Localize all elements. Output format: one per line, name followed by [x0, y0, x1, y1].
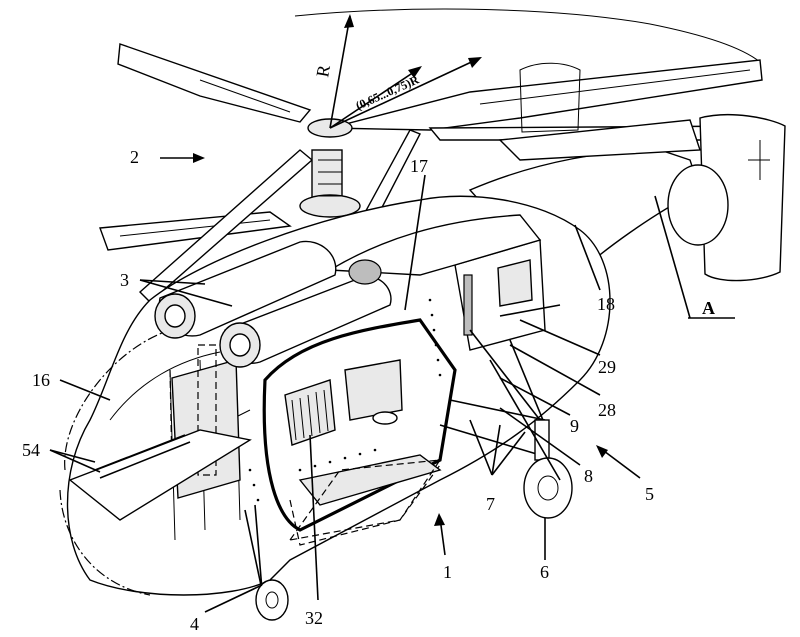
engines — [154, 240, 392, 368]
hidden-panel — [197, 344, 217, 476]
nose-outline — [59, 329, 171, 596]
leader-5 — [599, 447, 641, 479]
fuselage — [59, 195, 611, 596]
callout-6: 6 — [540, 562, 549, 582]
section-marker-a: A — [702, 298, 715, 318]
rotor-blade-edge — [479, 69, 751, 105]
upper-fairing — [327, 214, 542, 276]
callout-1: 1 — [443, 562, 452, 582]
leader-16 — [59, 379, 111, 401]
fraction-arrow-1 — [329, 57, 481, 129]
fraction-arrowhead-1 — [468, 57, 482, 68]
radius-label: R — [312, 63, 334, 78]
lower-bay-outline — [289, 464, 441, 546]
engine-exhaust — [348, 259, 382, 285]
leader-28 — [509, 344, 601, 396]
callout-17: 17 — [410, 156, 428, 176]
rivet-pattern — [248, 298, 442, 502]
callout-7: 7 — [486, 494, 495, 514]
callout-32: 32 — [305, 608, 323, 628]
fin-detail — [748, 140, 770, 180]
leader-32 — [309, 434, 319, 601]
callout-3: 3 — [120, 270, 129, 290]
callout-54: 54 — [22, 440, 40, 460]
lower-rotor-hub — [299, 194, 361, 218]
cabin-window — [344, 359, 403, 421]
leader-7b — [491, 424, 501, 476]
tail-assembly — [468, 62, 786, 319]
callout-16: 16 — [32, 370, 50, 390]
mast-rings — [318, 159, 342, 197]
rotor-blade-edge — [199, 79, 291, 113]
main-gear-strut — [469, 329, 541, 421]
main-gear-rod-lower — [439, 424, 541, 456]
section-line-a — [654, 195, 691, 319]
cabin-vent — [372, 411, 398, 425]
leader-54a — [49, 449, 96, 463]
rotor-blade-upper-right — [329, 59, 763, 131]
main-wheel-hub — [537, 475, 559, 501]
callout-5: 5 — [645, 484, 654, 504]
horizontal-stabilizer — [498, 119, 701, 161]
radius-arrow — [329, 15, 351, 129]
callout-2: 2 — [130, 147, 139, 167]
callout-29: 29 — [598, 357, 616, 377]
nose-wheel — [255, 579, 289, 621]
nose-wheel-hub — [265, 591, 279, 609]
rotor-blade-upper-left — [117, 43, 312, 123]
leader-4 — [204, 584, 263, 613]
leader-18 — [574, 224, 601, 291]
door-hinge — [463, 274, 473, 336]
main-gear-rod-upper — [449, 399, 546, 421]
vertical-fin-left — [519, 62, 581, 133]
seat-ribs — [291, 389, 329, 441]
leader-8 — [499, 407, 581, 466]
landing-gear — [244, 329, 573, 621]
fraction-arrowhead-2 — [408, 66, 422, 78]
leader-7c — [491, 431, 526, 476]
leader-3b — [139, 279, 233, 307]
leader-lines — [49, 153, 641, 613]
engine-left-spinner — [164, 304, 186, 328]
engine-right-spinner — [229, 333, 251, 357]
sponson-outline — [288, 459, 442, 541]
main-wheel — [523, 457, 573, 519]
door-window — [497, 259, 533, 307]
rails-54 — [94, 434, 191, 479]
leader-9 — [499, 377, 571, 416]
leader-1-arrowhead — [434, 513, 445, 526]
callout-18: 18 — [597, 294, 615, 314]
tail-fin-disk — [667, 164, 729, 246]
leader-7a — [469, 419, 493, 476]
leader-17 — [404, 174, 426, 311]
leader-54b — [49, 449, 101, 473]
vertical-fin-right — [699, 113, 786, 282]
leader-29 — [519, 319, 601, 356]
callout-4: 4 — [190, 614, 199, 634]
radius-arrowhead — [344, 14, 354, 28]
callout-8: 8 — [584, 466, 593, 486]
fraction-arrow-2 — [329, 67, 421, 129]
cutaway-outline — [262, 318, 457, 532]
rotor-blade-edge — [119, 219, 271, 237]
leader-2-arrowhead — [193, 153, 205, 163]
nose-gear-strut — [254, 504, 263, 591]
leader-5-arrowhead — [596, 445, 608, 458]
main-gear-oleo — [509, 339, 546, 426]
main-gear-brace — [489, 359, 561, 481]
callout-28: 28 — [598, 400, 616, 420]
leader-3a — [139, 279, 206, 285]
nose-gear-brace — [244, 509, 263, 591]
callout-9: 9 — [570, 416, 579, 436]
door-handle — [499, 304, 561, 317]
rotor-disc-arc — [294, 8, 761, 63]
